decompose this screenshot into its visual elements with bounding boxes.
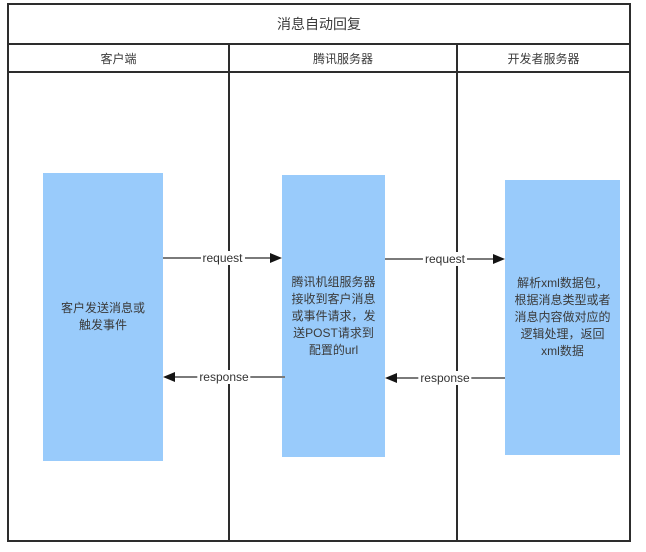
- arrow-response-developer-to-tencent: response: [385, 371, 505, 385]
- diagram-title: 消息自动回复: [277, 16, 361, 32]
- lane-header-tencent-server: 腾讯服务器: [312, 51, 373, 66]
- node-tencent-server-process: 腾讯机组服务器接收到客户消息或事件请求，发送POST请求到配置的url: [282, 175, 385, 457]
- arrow-label: request: [422, 252, 468, 266]
- arrow-label: response: [418, 371, 472, 385]
- arrow-label: request: [200, 251, 245, 265]
- arrowhead-left-icon: [385, 373, 397, 383]
- lane-divider-1: [228, 43, 230, 540]
- arrowhead-right-icon: [493, 254, 505, 264]
- node-developer-server-process: 解析xml数据包，根据消息类型或者消息内容做对应的逻辑处理，返回xml数据: [505, 180, 620, 455]
- arrow-label: response: [197, 370, 251, 384]
- arrowhead-right-icon: [270, 253, 282, 263]
- header-divider-line: [9, 71, 629, 73]
- lane-header-developer-server: 开发者服务器: [507, 51, 580, 66]
- arrow-request-client-to-tencent: request: [163, 251, 282, 265]
- arrowhead-left-icon: [163, 372, 175, 382]
- arrow-response-tencent-to-client: response: [163, 370, 285, 384]
- title-divider-line: [9, 43, 629, 45]
- lane-header-client: 客户端: [100, 51, 137, 66]
- lane-divider-2: [456, 43, 458, 540]
- arrow-request-tencent-to-developer: request: [385, 252, 505, 266]
- node-client-sends-message: 客户发送消息或触发事件: [43, 173, 163, 461]
